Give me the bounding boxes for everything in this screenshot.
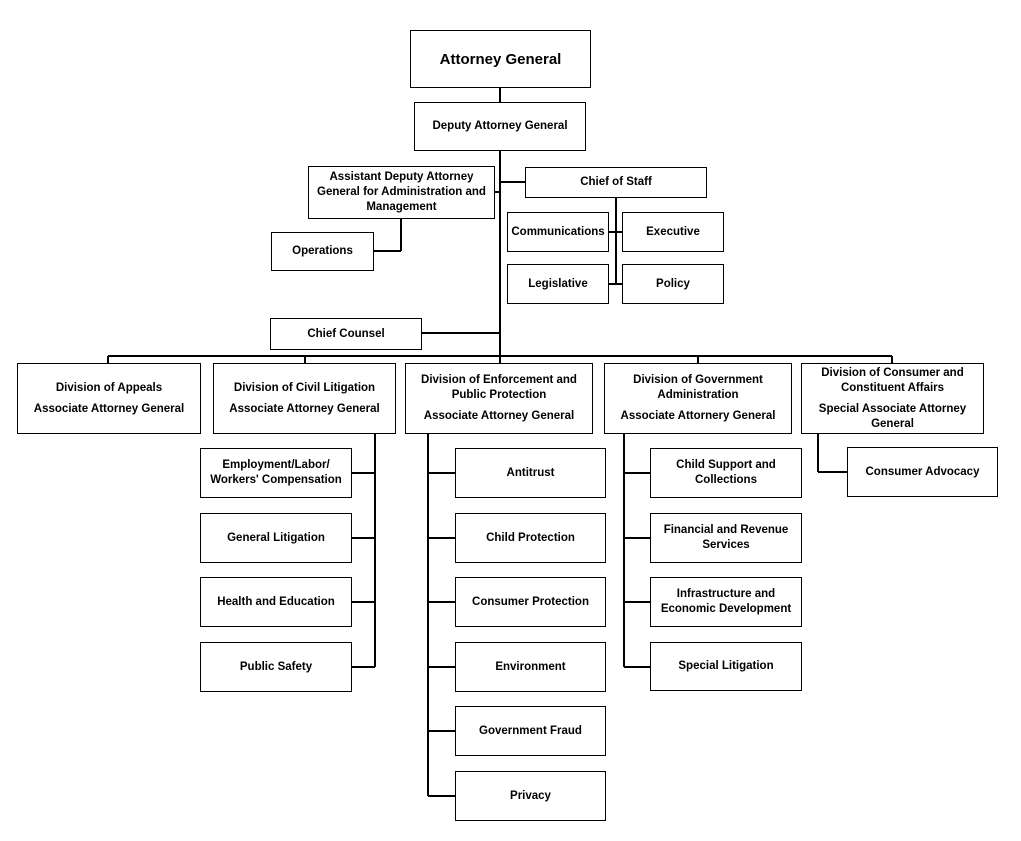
- node-government-fraud: Government Fraud: [455, 706, 606, 756]
- node-label: Chief of Staff: [580, 176, 652, 188]
- node-child-support-and-collections: Child Support and Collections: [650, 448, 802, 498]
- node-infrastructure-economic-development: Infrastructure and Economic Development: [650, 577, 802, 627]
- node-label: Communications: [511, 225, 605, 238]
- node-label: Chief Counsel: [307, 327, 385, 340]
- node-consumer-advocacy: Consumer Advocacy: [847, 447, 998, 497]
- node-label: Assistant Deputy Attorney General for Ad…: [317, 171, 486, 213]
- node-consumer-protection: Consumer Protection: [455, 577, 606, 627]
- division-head-title: Associate Attorney General: [33, 402, 185, 415]
- division-name: Division of Civil Litigation: [233, 381, 376, 394]
- division-name: Division of Government Administration: [633, 374, 763, 401]
- node-label: Operations: [292, 245, 353, 257]
- node-label: Attorney General: [439, 50, 562, 68]
- node-antitrust: Antitrust: [455, 448, 606, 498]
- node-general-litigation: General Litigation: [200, 513, 352, 563]
- node-communications: Communications: [507, 212, 609, 252]
- node-label: Government Fraud: [479, 724, 582, 737]
- node-operations: Operations: [271, 232, 374, 271]
- node-policy: Policy: [622, 264, 724, 304]
- division-head-title: Associate Attornery General: [620, 410, 776, 422]
- node-division-appeals: Division of Appeals Associate Attorney G…: [17, 363, 201, 434]
- node-label: Employment/Labor/ Workers' Compensation: [210, 459, 342, 486]
- division-head-title: Associate Attorney General: [229, 402, 380, 415]
- node-label: Health and Education: [217, 595, 335, 608]
- node-label: Legislative: [528, 277, 588, 290]
- node-label: Financial and Revenue Services: [663, 524, 789, 551]
- node-label: Consumer Advocacy: [865, 465, 980, 478]
- node-division-enforcement-public-protection: Division of Enforcement and Public Prote…: [405, 363, 593, 434]
- node-label: Executive: [646, 225, 700, 238]
- node-attorney-general: Attorney General: [410, 30, 591, 88]
- division-name: Division of Consumer and Constituent Aff…: [821, 366, 964, 394]
- node-label: Public Safety: [239, 660, 313, 673]
- node-label: Environment: [495, 660, 566, 673]
- node-chief-counsel: Chief Counsel: [270, 318, 422, 350]
- node-legislative: Legislative: [507, 264, 609, 304]
- node-division-government-administration: Division of Government Administration As…: [604, 363, 792, 434]
- node-environment: Environment: [455, 642, 606, 692]
- division-name: Division of Enforcement and Public Prote…: [421, 374, 577, 401]
- node-child-protection: Child Protection: [455, 513, 606, 563]
- node-label: Infrastructure and Economic Development: [660, 588, 792, 615]
- node-financial-and-revenue-services: Financial and Revenue Services: [650, 513, 802, 563]
- node-division-consumer-constituent-affairs: Division of Consumer and Constituent Aff…: [801, 363, 984, 434]
- division-head-title: Associate Attorney General: [423, 410, 575, 422]
- node-label: Consumer Protection: [472, 595, 589, 608]
- node-label: Child Protection: [486, 531, 575, 544]
- node-public-safety: Public Safety: [200, 642, 352, 692]
- node-special-litigation: Special Litigation: [650, 642, 802, 691]
- node-employment-labor-workers-compensation: Employment/Labor/ Workers' Compensation: [200, 448, 352, 498]
- node-assistant-deputy-attorney-general: Assistant Deputy Attorney General for Ad…: [308, 166, 495, 219]
- node-label: Privacy: [510, 789, 551, 802]
- division-name: Division of Appeals: [55, 381, 163, 394]
- node-label: Policy: [656, 277, 690, 290]
- node-label: Deputy Attorney General: [432, 120, 568, 132]
- node-label: Antitrust: [506, 466, 555, 479]
- node-privacy: Privacy: [455, 771, 606, 821]
- node-executive: Executive: [622, 212, 724, 252]
- division-head-title: Special Associate Attorney General: [818, 402, 967, 430]
- node-deputy-attorney-general: Deputy Attorney General: [414, 102, 586, 151]
- node-chief-of-staff: Chief of Staff: [525, 167, 707, 198]
- node-division-civil-litigation: Division of Civil Litigation Associate A…: [213, 363, 396, 434]
- node-label: General Litigation: [227, 531, 325, 544]
- node-health-and-education: Health and Education: [200, 577, 352, 627]
- node-label: Child Support and Collections: [676, 459, 776, 486]
- node-label: Special Litigation: [678, 660, 774, 672]
